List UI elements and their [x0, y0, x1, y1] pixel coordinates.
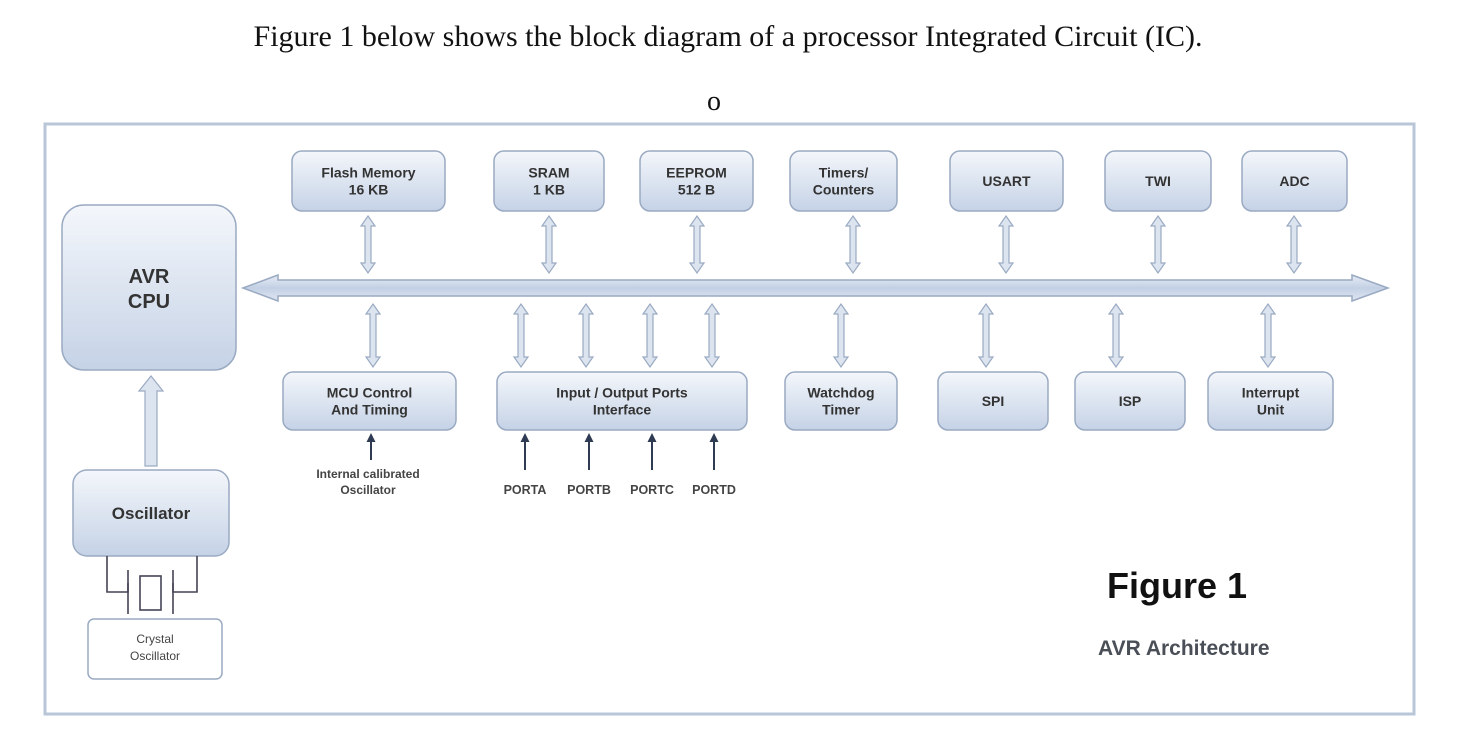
bottom-bus-arrow-9	[1259, 302, 1277, 369]
spi-block: SPI	[937, 371, 1049, 431]
eeprom-block-label-line1: EEPROM	[666, 164, 727, 180]
usart-block-label-line1: USART	[982, 173, 1031, 189]
crystal-label-line1: Crystal	[136, 632, 173, 646]
timers-block-label-line1: Timers/	[819, 164, 869, 180]
oscillator-block: Oscillator	[72, 469, 230, 557]
cpu-block: AVR CPU	[61, 204, 237, 371]
top-bus-arrow-7	[1285, 214, 1303, 275]
flash-block-label-line2: 16 KB	[349, 181, 389, 197]
bottom-bus-arrow-8	[1107, 302, 1125, 369]
top-bus-arrow-5	[997, 214, 1015, 275]
figure-subtitle: AVR Architecture	[1098, 637, 1270, 660]
port-input-arrow-2	[584, 433, 594, 470]
bottom-bus-arrow-2	[512, 302, 530, 369]
watchdog-block-label-line1: Watchdog	[807, 384, 874, 400]
mcu-input-label-line1: Internal calibrated	[316, 467, 419, 481]
timers-block-label-line2: Counters	[813, 181, 875, 197]
bottom-bus-arrow-4	[641, 302, 659, 369]
stray-mark: o	[707, 86, 721, 117]
interrupt-block-label-line1: Interrupt	[1242, 384, 1300, 400]
io-block-label-line1: Input / Output Ports	[556, 384, 688, 400]
bottom-bus-arrow-3	[577, 302, 595, 369]
timers-block: Timers/Counters	[789, 150, 898, 212]
twi-block: TWI	[1104, 150, 1212, 212]
port-labels: PORTA PORTB PORTC PORTD	[504, 483, 736, 497]
twi-block-label-line1: TWI	[1145, 173, 1171, 189]
internal-osc-input-arrow	[366, 433, 376, 460]
bottom-bus-arrow-1	[364, 302, 382, 369]
bottom-bus-arrow-5	[703, 302, 721, 369]
oscillator-label: Oscillator	[112, 504, 191, 523]
crystal-label-line2: Oscillator	[130, 649, 180, 663]
mcu-block-label-line1: MCU Control	[327, 384, 413, 400]
port-input-arrow-4	[709, 433, 719, 470]
top-bus-arrow-6	[1149, 214, 1167, 275]
bottom-bus-arrow-7	[977, 302, 995, 369]
cpu-label-line2: CPU	[128, 291, 170, 313]
port-input-arrow-1	[520, 433, 530, 470]
mcu-input-label-line2: Oscillator	[340, 483, 396, 497]
figure-label: Figure 1	[1107, 565, 1247, 606]
adc-block-label-line1: ADC	[1279, 173, 1309, 189]
adc-block: ADC	[1241, 150, 1348, 212]
port-label-portb: PORTB	[567, 483, 611, 497]
port-label-portd: PORTD	[692, 483, 736, 497]
spi-block-label-line1: SPI	[982, 393, 1005, 409]
cpu-label-line1: AVR	[129, 266, 170, 288]
io-block-label-line2: Interface	[593, 401, 652, 417]
top-bus-arrow-4	[844, 214, 862, 275]
crystal-symbol	[106, 556, 198, 614]
crystal-oscillator-block: Crystal Oscillator	[87, 618, 223, 680]
isp-block: ISP	[1074, 371, 1186, 431]
bottom-bus-arrow-6	[832, 302, 850, 369]
top-bus-arrow-1	[359, 214, 377, 275]
flash-block-label-line1: Flash Memory	[321, 164, 415, 180]
top-bus-arrow-3	[688, 214, 706, 275]
port-label-portc: PORTC	[630, 483, 674, 497]
sram-block-label-line1: SRAM	[528, 164, 569, 180]
isp-block-label-line1: ISP	[1119, 393, 1142, 409]
caption-text: Figure 1 below shows the block diagram o…	[254, 20, 1203, 53]
watchdog-block-label-line2: Timer	[822, 401, 860, 417]
arrow-layer	[137, 214, 1303, 470]
mcu-block-label-line2: And Timing	[331, 401, 408, 417]
sram-block-label-line2: 1 KB	[533, 181, 565, 197]
interrupt-block-label-line2: Unit	[1257, 401, 1285, 417]
top-bus-arrow-2	[540, 214, 558, 275]
eeprom-block-label-line2: 512 B	[678, 181, 715, 197]
port-input-arrow-3	[647, 433, 657, 470]
system-bus-arrow	[240, 273, 1391, 303]
port-label-porta: PORTA	[504, 483, 547, 497]
oscillator-to-cpu-arrow	[137, 375, 165, 467]
usart-block: USART	[949, 150, 1064, 212]
